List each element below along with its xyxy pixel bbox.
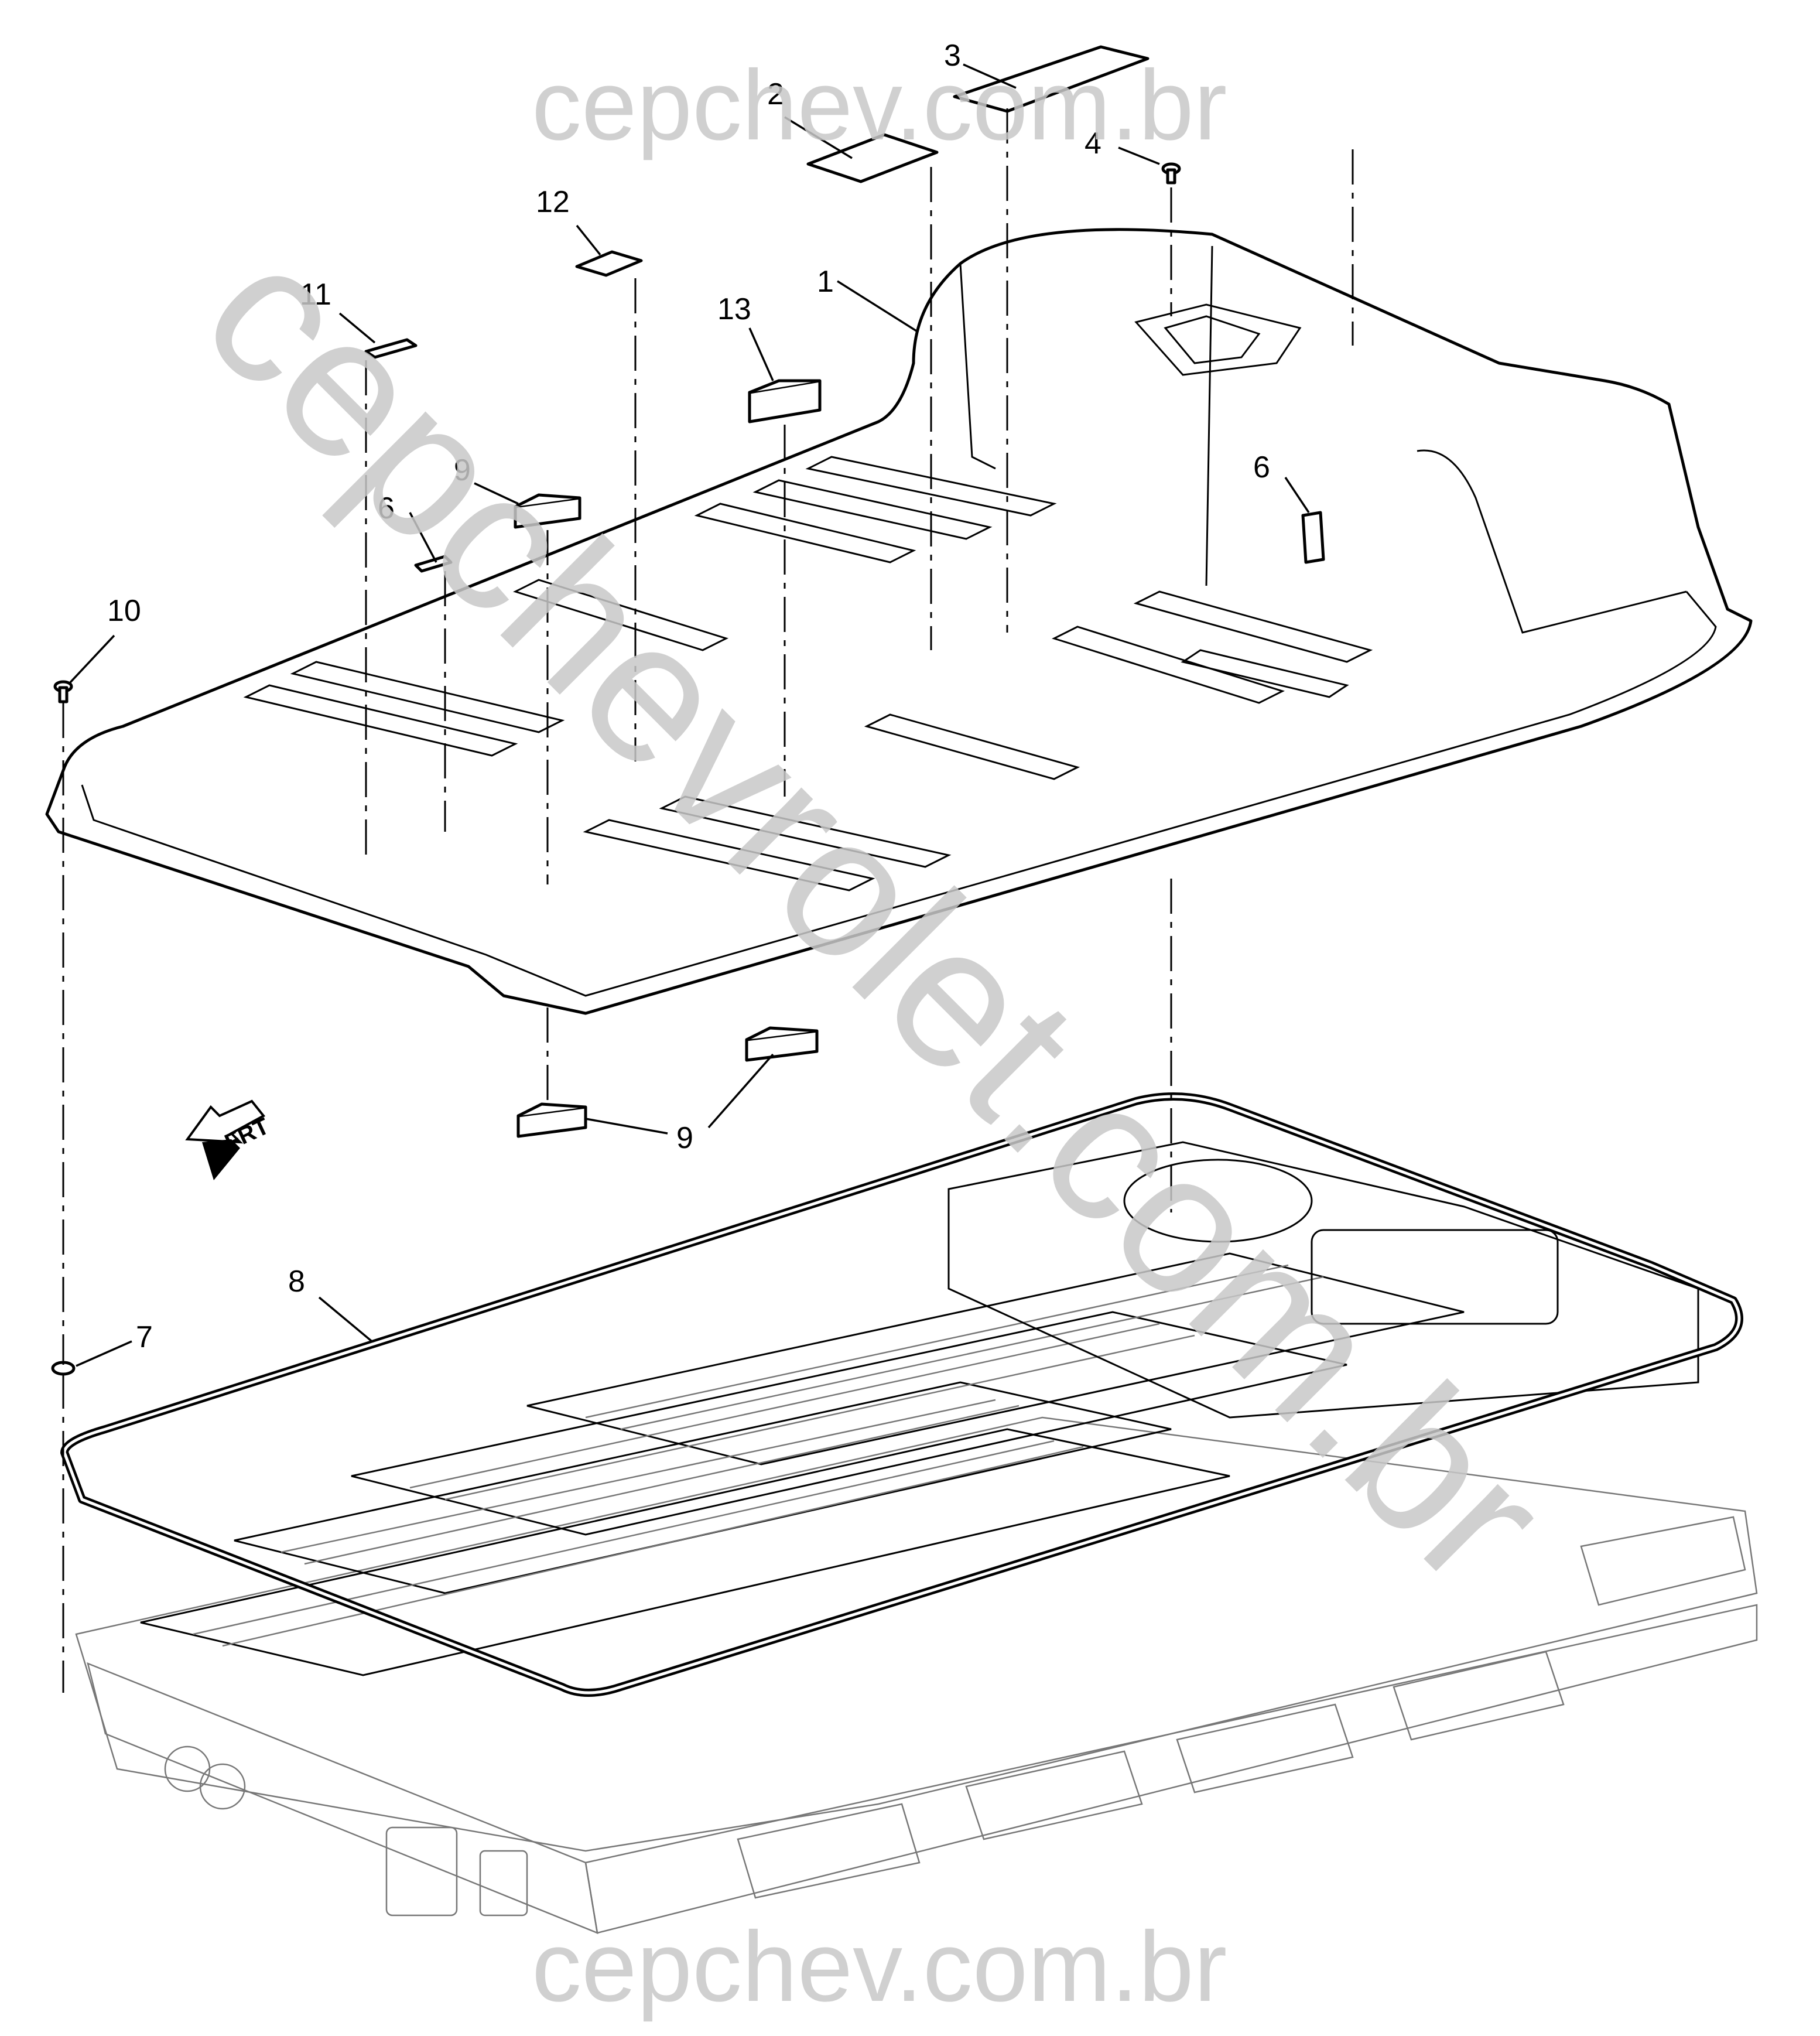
front-arrow-icon (185, 1099, 266, 1144)
bolt-10 (53, 680, 73, 703)
callout-8: 8 (288, 1265, 305, 1299)
callout-3: 3 (944, 39, 961, 73)
alignment-lines (62, 108, 1354, 1693)
front-connectors (164, 1745, 528, 1917)
insulator-strip-11 (364, 338, 418, 359)
callout-6-left: 6 (378, 491, 395, 525)
insulator-pad-3 (953, 45, 1150, 113)
callout-1: 1 (817, 265, 834, 299)
pack-seal-gasket (60, 1092, 1743, 1697)
battery-pack-upper-cover (45, 228, 1753, 1015)
foam-block-9-lower (516, 1102, 587, 1138)
callout-9-upper: 9 (454, 453, 471, 487)
callout-7: 7 (136, 1320, 153, 1354)
callout-9-lower: 9 (676, 1121, 693, 1155)
callout-10: 10 (107, 594, 141, 628)
battery-cell-modules (140, 1252, 1465, 1676)
callout-13: 13 (717, 292, 751, 326)
watermark-bottom: cepchev.com.br (532, 1911, 1227, 2023)
insulator-pad-12 (575, 250, 643, 277)
small-parts (51, 45, 1325, 1376)
foam-block-13 (748, 379, 822, 423)
foam-block-9-mid (745, 1026, 819, 1062)
bolt-4 (1161, 162, 1181, 185)
callout-2: 2 (767, 77, 784, 111)
callout-labels: 1 2 3 4 6 6 7 8 9 9 10 11 12 13 (107, 39, 1270, 1354)
callout-12: 12 (536, 185, 570, 219)
label-6-right (1301, 511, 1325, 564)
cover-ribs (243, 456, 1373, 891)
battery-disconnect-unit (947, 1141, 1699, 1419)
insulator-pad-2 (806, 133, 939, 183)
leader-lines (69, 63, 1310, 1367)
callout-6-right: 6 (1253, 450, 1270, 484)
foam-block-9-upper (514, 493, 581, 529)
tray-mounting-brackets (737, 1516, 1746, 1899)
callout-11: 11 (300, 278, 331, 312)
callout-4: 4 (1085, 127, 1101, 160)
front-direction-indicator: FRT (185, 1099, 273, 1180)
battery-pack-assembly (60, 1092, 1758, 1934)
watermark-top: cepchev.com.br (532, 50, 1227, 161)
